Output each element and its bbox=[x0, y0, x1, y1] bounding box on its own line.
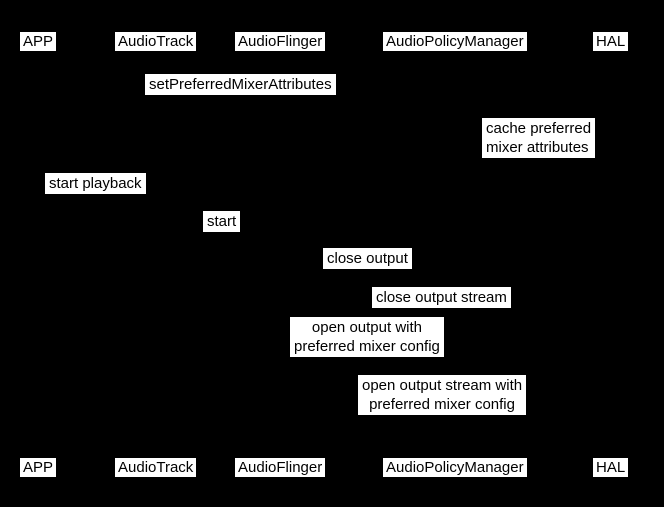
message-line: preferred mixer config bbox=[369, 396, 515, 413]
message-cache-preferred-mixer-attributes: cache preferred mixer attributes bbox=[482, 118, 596, 158]
message-open-output-with-preferred-mixer-config: open output with preferred mixer config bbox=[290, 317, 444, 357]
message-line: cache preferred bbox=[486, 120, 592, 137]
message-open-output-stream-with-preferred-mixer-config: open output stream with preferred mixer … bbox=[358, 375, 527, 415]
message-close-output: close output bbox=[323, 248, 412, 269]
message-line: open output with bbox=[311, 319, 422, 336]
message-set-preferred-mixer-attributes: setPreferredMixerAttributes bbox=[145, 74, 336, 95]
participant-bottom-audiopolicymanager: AudioPolicyManager bbox=[383, 458, 527, 477]
participant-top-audiotrack: AudioTrack bbox=[115, 32, 197, 51]
participant-bottom-audioflinger: AudioFlinger bbox=[235, 458, 326, 477]
message-close-output-stream: close output stream bbox=[372, 287, 511, 308]
participant-bottom-hal: HAL bbox=[593, 458, 629, 477]
participant-top-audiopolicymanager: AudioPolicyManager bbox=[383, 32, 527, 51]
message-start: start bbox=[203, 211, 241, 232]
message-line: preferred mixer config bbox=[294, 338, 440, 355]
message-start-playback: start playback bbox=[45, 173, 146, 194]
participant-top-audioflinger: AudioFlinger bbox=[235, 32, 326, 51]
message-line: open output stream with bbox=[362, 377, 523, 394]
participant-top-app: APP bbox=[20, 32, 57, 51]
message-line: mixer attributes bbox=[486, 139, 589, 156]
participant-bottom-audiotrack: AudioTrack bbox=[115, 458, 197, 477]
participant-bottom-app: APP bbox=[20, 458, 57, 477]
participant-top-hal: HAL bbox=[593, 32, 629, 51]
